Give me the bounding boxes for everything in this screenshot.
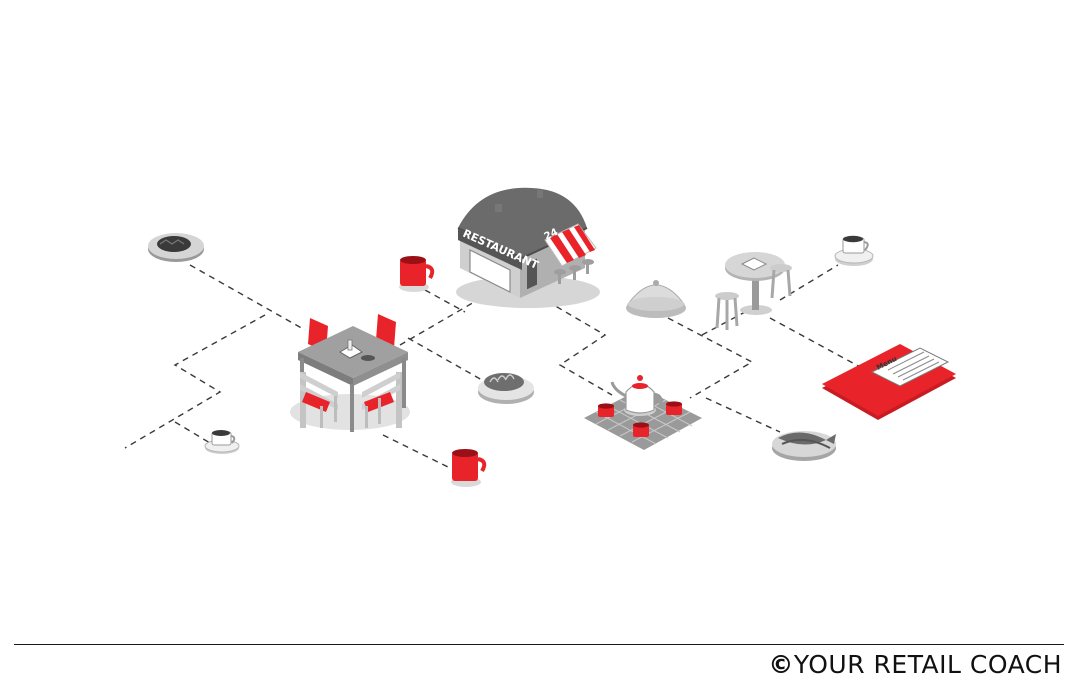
connector-left-loop bbox=[124, 314, 266, 449]
connector-cloche-to-teaset bbox=[667, 317, 754, 399]
menu-card-icon: Menu bbox=[822, 344, 956, 420]
connector-cloche-to-cafe bbox=[701, 311, 746, 336]
coffee-mug-icon bbox=[451, 449, 487, 487]
connector-steak-to-table bbox=[189, 264, 306, 331]
connector-cafe-to-menu bbox=[769, 317, 863, 369]
bread-plate-icon bbox=[478, 373, 534, 404]
connector-coffee-left bbox=[174, 421, 211, 444]
connector-teaset-to-fish bbox=[705, 397, 781, 433]
brand-name: YOUR RETAIL COACH bbox=[793, 650, 1062, 675]
connector-table-to-bread bbox=[407, 337, 483, 381]
awning-number: 24 bbox=[543, 227, 560, 243]
isometric-scene: RESTAURANT 24 bbox=[124, 187, 956, 487]
footer-divider bbox=[14, 644, 1064, 645]
copyright-symbol: © bbox=[768, 650, 794, 675]
cafe-table-icon bbox=[715, 252, 792, 330]
coffee-cup-icon bbox=[204, 430, 240, 454]
steak-plate-icon bbox=[148, 233, 204, 262]
tea-set-icon bbox=[584, 375, 702, 450]
connector-table-to-mug-bottom bbox=[382, 434, 451, 469]
coffee-mug-icon bbox=[399, 256, 435, 292]
fish-plate-icon bbox=[772, 431, 836, 461]
coffee-cup-icon bbox=[834, 235, 874, 266]
connector-building-to-teaset bbox=[527, 289, 613, 396]
restaurant-building-icon: RESTAURANT 24 bbox=[456, 187, 600, 308]
dining-table-icon bbox=[290, 314, 410, 432]
connector-mug-top bbox=[424, 289, 466, 313]
copyright-notice: ©YOUR RETAIL COACH bbox=[768, 650, 1062, 675]
cloche-icon bbox=[626, 280, 686, 318]
